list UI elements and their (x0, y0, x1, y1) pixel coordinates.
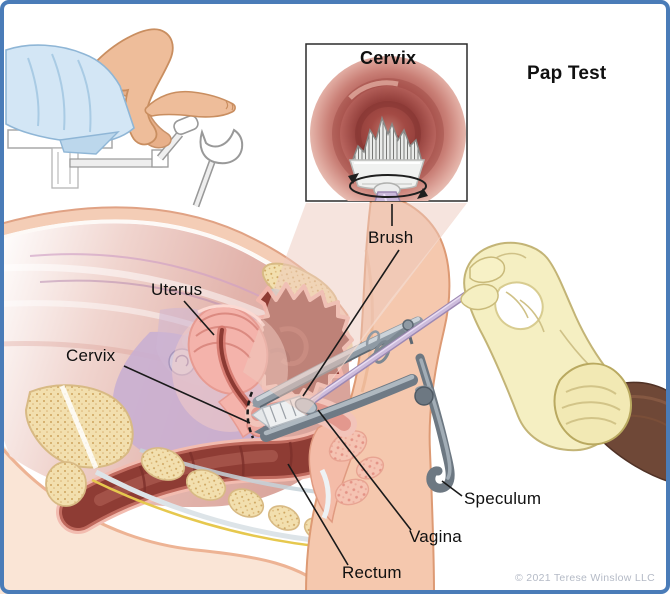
near-leg (90, 28, 174, 146)
label-cervix: Cervix (66, 346, 116, 365)
rotation-arrows-icon (348, 173, 428, 199)
label-uterus: Uterus (151, 280, 203, 299)
leader-speculum (441, 480, 463, 497)
copyright-credit: © 2021 Terese Winslow LLC (515, 572, 655, 584)
ankle-strap (173, 115, 199, 135)
foot (144, 90, 236, 118)
leader-vagina (317, 409, 412, 531)
label-speculum: Speculum (464, 489, 542, 508)
cervix-dashed-marker (246, 391, 255, 439)
buttock-skin (0, 446, 420, 594)
label-brush: Brush (368, 228, 414, 247)
leader-uterus (183, 300, 215, 336)
label-vagina: Vagina (409, 527, 462, 546)
stirrup-rail (69, 158, 163, 168)
gloved-hand (460, 241, 670, 483)
leader-rectum (287, 463, 349, 566)
leader-cervix (123, 365, 251, 424)
anatomy-cross-section (0, 190, 474, 594)
leader-lines (123, 204, 463, 566)
glove-cuff (553, 362, 632, 446)
inset-box (305, 43, 468, 202)
inset-projection-beam (243, 203, 467, 415)
leader-brush-down (302, 249, 400, 397)
cervix-view (310, 56, 466, 201)
sampling-brush (250, 288, 474, 430)
inset-brush-bristles (350, 115, 423, 163)
inset-title: Cervix (360, 48, 417, 68)
patient-position-illustration (5, 28, 244, 208)
heel-stirrup (199, 128, 244, 165)
pelvic-bones-lower (24, 384, 347, 550)
label-rectum: Rectum (342, 563, 402, 582)
page-title: Pap Test (527, 63, 607, 84)
